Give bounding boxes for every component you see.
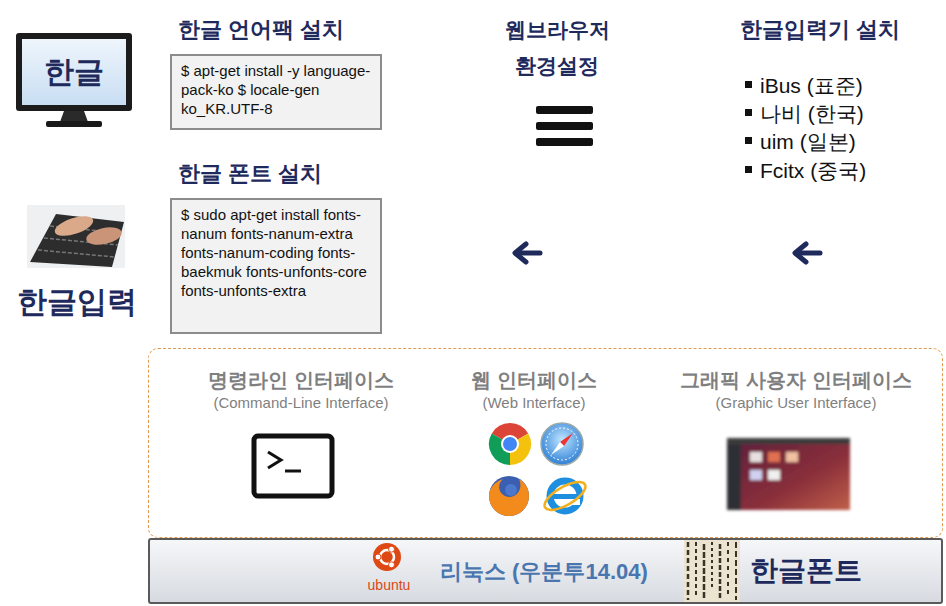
input-method-item: 나비 (한국) <box>760 100 930 128</box>
terminal-icon <box>254 436 332 496</box>
left-arrow <box>515 244 526 262</box>
interface-title: 웹 인터페이스 <box>394 367 674 394</box>
interface-subtitle: (Command-Line Interface) <box>161 394 441 411</box>
ie-icon <box>541 477 590 516</box>
old-document-image <box>719 544 722 600</box>
command-box: 한글 폰트 설치 $ sudo apt-get install fonts-nan… <box>170 158 382 334</box>
old-document-image <box>711 542 713 590</box>
os-name: 리눅스 (우분투14.04) <box>440 557 700 587</box>
safari-icon <box>551 442 564 455</box>
interface-subtitle: (Web Interface) <box>394 394 674 411</box>
left-arrow <box>515 244 820 262</box>
code-box: $ apt-get install -y language-pack-ko $ … <box>170 54 382 130</box>
old-document-image <box>703 544 706 600</box>
bullet-mark <box>745 166 752 173</box>
chrome-icon <box>489 423 531 465</box>
safari-icon <box>541 423 583 465</box>
keyboard-photo <box>38 250 115 257</box>
command-box: 한글 언어팩 설치 $ apt-get install -y language-p… <box>170 14 382 130</box>
keyboard-photo <box>85 224 124 247</box>
bullet-mark <box>745 81 752 173</box>
monitor-stand <box>60 111 88 122</box>
section-heading: 한글 언어팩 설치 <box>178 14 382 46</box>
input-method-item: uim (일본) <box>760 128 930 156</box>
input-method-item: iBus (표준) <box>760 72 930 100</box>
os-band: ubuntu 리눅스 (우분투14.04) 한글폰트 <box>148 538 943 604</box>
font-title: 한글폰트 <box>750 552 930 590</box>
ie-icon <box>552 494 578 499</box>
ubuntu-logo <box>389 562 395 568</box>
safari-icon <box>546 428 578 460</box>
bullet-mark <box>745 81 752 88</box>
menu-icon <box>536 106 593 114</box>
old-document-image <box>735 542 737 600</box>
command-text: $ apt-get install -y language-pack-ko $ … <box>181 61 371 118</box>
terminal-icon <box>254 436 332 496</box>
menu-icon <box>536 138 593 146</box>
ubuntu-logo <box>373 543 401 571</box>
firefox-icon <box>489 476 529 516</box>
command-text: $ sudo apt-get install fonts-nanum fonts… <box>181 205 371 300</box>
gui-screenshot <box>727 438 850 510</box>
safari-icon <box>541 423 583 465</box>
gui-screenshot <box>750 452 762 462</box>
chrome-icon <box>503 437 517 451</box>
firefox-icon <box>489 476 529 516</box>
monitor-stand <box>46 111 102 127</box>
gui-screenshot <box>768 470 780 480</box>
input-method-title: 한글입력기 설치 <box>740 15 930 45</box>
browser-setting-title: 웹브라우저 환경설정 <box>487 12 627 84</box>
terminal-icon <box>268 452 281 468</box>
section-heading: 한글 폰트 설치 <box>178 158 382 190</box>
screen-text: 한글 <box>44 52 104 93</box>
gui-screenshot <box>768 452 780 462</box>
gui-screenshot <box>727 438 850 510</box>
interface-title: 그래픽 사용자 인터페이스 <box>656 367 936 394</box>
gui-screenshot <box>750 470 762 480</box>
monitor-stand <box>46 121 102 127</box>
old-document-image <box>684 540 740 602</box>
gui-screenshot <box>786 452 798 462</box>
keyboard-photo <box>27 205 125 268</box>
ubuntu-logo <box>375 554 381 560</box>
ie-icon <box>541 477 590 516</box>
terminal-icon <box>285 470 301 473</box>
bullet-mark <box>745 137 752 144</box>
keyboard-photo <box>27 205 125 268</box>
old-document-image <box>684 540 740 602</box>
gui-screenshot <box>727 444 741 510</box>
chrome-icon <box>501 435 519 453</box>
menu-icon <box>536 106 593 146</box>
old-document-image <box>687 542 690 600</box>
firefox-icon <box>489 479 529 516</box>
input-title: 한글입력 <box>12 282 142 323</box>
gui-screenshot <box>727 438 850 444</box>
old-document-image <box>695 542 697 596</box>
interface-region: 명령라인 인터페이스(Command-Line Interface)웹 인터페이… <box>148 348 943 538</box>
ubuntu-logo <box>373 543 401 571</box>
input-method-item: Fcitx (중국) <box>760 157 930 185</box>
left-arrow <box>795 244 806 262</box>
old-document-image <box>727 542 729 596</box>
bullet-mark <box>745 109 752 116</box>
interface-subtitle: (Graphic User Interface) <box>656 394 936 411</box>
code-box: $ sudo apt-get install fonts-nanum fonts… <box>170 198 382 334</box>
menu-icon <box>536 122 593 130</box>
monitor-screen: 한글 <box>16 33 132 111</box>
ubuntu-logo <box>389 546 395 552</box>
band-ground <box>149 539 942 603</box>
ubuntu-wordmark: ubuntu <box>349 577 429 593</box>
firefox-icon <box>505 484 517 496</box>
interface-title: 명령라인 인터페이스 <box>161 367 441 394</box>
